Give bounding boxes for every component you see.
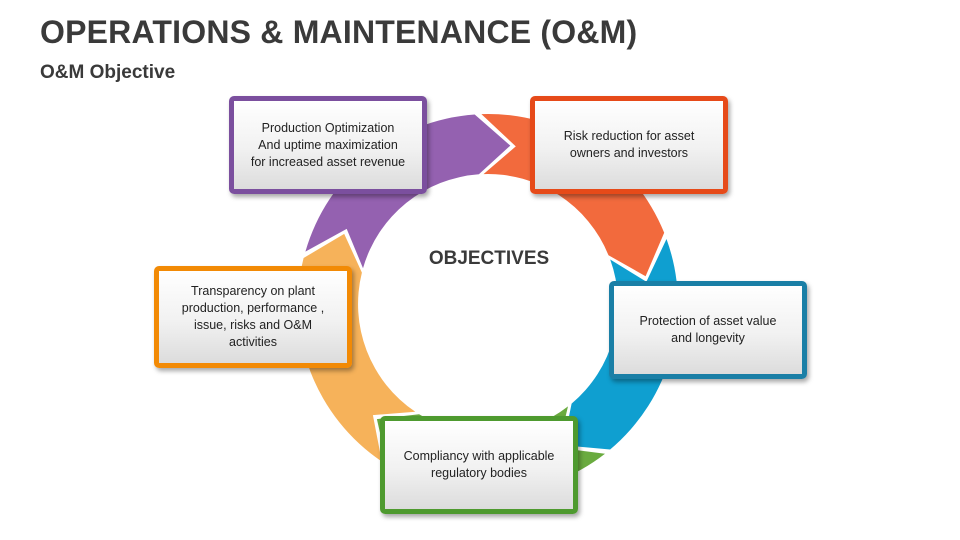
objective-box-risk-reduction: Risk reduction for asset owners and inve… [530,96,728,194]
objective-text: Protection of asset value and longevity [639,314,777,345]
objective-text: Risk reduction for asset owners and inve… [563,129,695,160]
page-subtitle: O&M Objective [40,62,176,83]
objective-text: Production Optimization And uptime maxim… [250,120,406,169]
objective-box-compliancy: Compliancy with applicable regulatory bo… [380,416,578,514]
objective-box-transparency: Transparency on plant production, perfor… [154,266,352,368]
objective-box-production-optimization: Production Optimization And uptime maxim… [229,96,427,194]
center-label: OBJECTIVES [428,248,550,269]
objective-text: Compliancy with applicable regulatory bo… [403,449,555,480]
objective-box-asset-protection: Protection of asset value and longevity [609,281,807,379]
arc-risk [481,113,665,277]
objective-text: Transparency on plant production, perfor… [181,284,325,349]
page-title: OPERATIONS & MAINTENANCE (O&M) [40,14,638,50]
